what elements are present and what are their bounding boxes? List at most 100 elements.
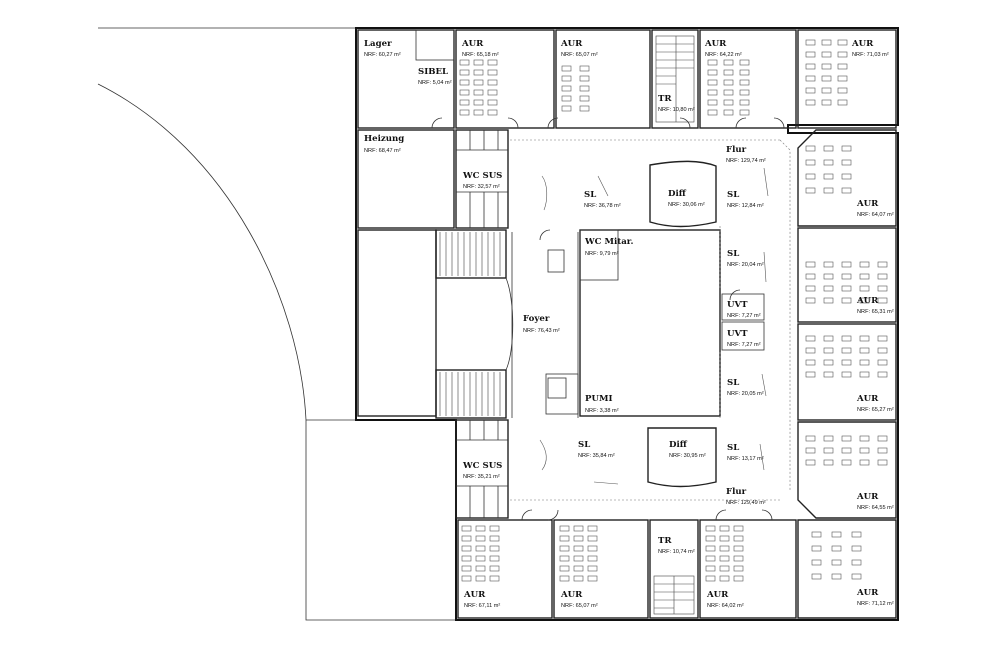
- desk: [559, 555, 570, 562]
- desk: [487, 109, 498, 116]
- room-label-wc-mitar: WC Mitar.NRF: 9,79 m²: [584, 237, 634, 257]
- aur-9-room: [457, 519, 553, 619]
- desk: [805, 75, 816, 82]
- room-area: NRF: 9,79 m²: [585, 251, 619, 257]
- aur-1-room: [455, 29, 555, 129]
- desk: [705, 555, 716, 562]
- desk: [851, 531, 862, 538]
- desk: [823, 459, 834, 466]
- desk: [587, 575, 598, 582]
- room-name: AUR: [560, 39, 583, 49]
- desk: [733, 545, 744, 552]
- desk: [461, 555, 472, 562]
- desk: [805, 359, 816, 366]
- desk: [559, 535, 570, 542]
- tr-top-room: [651, 29, 699, 129]
- desk: [841, 459, 852, 466]
- desk: [823, 187, 834, 194]
- desk: [821, 63, 832, 70]
- aur-6-room: [797, 227, 897, 323]
- desk: [805, 335, 816, 342]
- desk: [723, 89, 734, 96]
- room-area: NRF: 65,31 m²: [857, 309, 894, 315]
- desk: [459, 59, 470, 66]
- room-name: UVT: [727, 329, 748, 339]
- room-area: NRF: 12,84 m²: [727, 203, 764, 209]
- room-area: NRF: 13,17 m²: [727, 456, 764, 462]
- room-name: AUR: [856, 588, 879, 598]
- desk: [859, 435, 870, 442]
- desk: [587, 535, 598, 542]
- desk: [473, 69, 484, 76]
- classroom-desks: [459, 39, 888, 582]
- desk: [805, 371, 816, 378]
- room-name: Lager: [364, 39, 392, 49]
- desk: [841, 297, 852, 304]
- desk: [837, 39, 848, 46]
- wc-sus-top-block: [455, 129, 509, 229]
- desk: [831, 559, 842, 566]
- desk: [459, 109, 470, 116]
- room-area: NRF: 65,07 m²: [561, 603, 598, 609]
- desk: [805, 159, 816, 166]
- desk: [559, 565, 570, 572]
- room-name: SL: [727, 190, 739, 200]
- room-name: AUR: [560, 590, 583, 600]
- desk: [859, 371, 870, 378]
- desk: [805, 459, 816, 466]
- desk: [823, 335, 834, 342]
- room-area: NRF: 64,55 m²: [857, 505, 894, 511]
- desk: [475, 535, 486, 542]
- desk: [739, 69, 750, 76]
- room-name: WC SUS: [462, 461, 502, 471]
- desk: [877, 435, 888, 442]
- desk: [805, 447, 816, 454]
- room-name: PUMI: [585, 394, 613, 404]
- desk: [723, 69, 734, 76]
- room-name: AUR: [856, 492, 879, 502]
- desk: [489, 555, 500, 562]
- open-void: [357, 229, 437, 417]
- sl-display-bottom: [539, 439, 619, 485]
- aur-4-room: [797, 29, 897, 129]
- desk: [719, 575, 730, 582]
- desk: [489, 575, 500, 582]
- desk: [831, 573, 842, 580]
- desk: [841, 359, 852, 366]
- room-area: NRF: 71,03 m²: [852, 52, 889, 58]
- room-name: AUR: [706, 590, 729, 600]
- wc-stalls-bottom: [456, 420, 508, 518]
- desk: [859, 335, 870, 342]
- desk: [859, 285, 870, 292]
- pumi-room: [545, 373, 579, 415]
- site-boundary-curve: [97, 27, 458, 621]
- desk: [475, 545, 486, 552]
- room-area: NRF: 76,43 m²: [523, 328, 560, 334]
- room-name: AUR: [856, 199, 879, 209]
- diff-bottom-room: [647, 427, 717, 488]
- room-area: NRF: 129,49 m²: [726, 500, 766, 506]
- room-area: NRF: 10,74 m²: [658, 549, 695, 555]
- desk: [877, 273, 888, 280]
- desk: [707, 99, 718, 106]
- desk: [559, 545, 570, 552]
- desk: [705, 535, 716, 542]
- room-name: UVT: [727, 300, 748, 310]
- core-block: [579, 229, 721, 417]
- room-name: Diff: [668, 189, 687, 199]
- desk: [823, 273, 834, 280]
- room-area: NRF: 60,27 m²: [364, 52, 401, 58]
- desk: [851, 573, 862, 580]
- desk: [723, 79, 734, 86]
- desk: [823, 371, 834, 378]
